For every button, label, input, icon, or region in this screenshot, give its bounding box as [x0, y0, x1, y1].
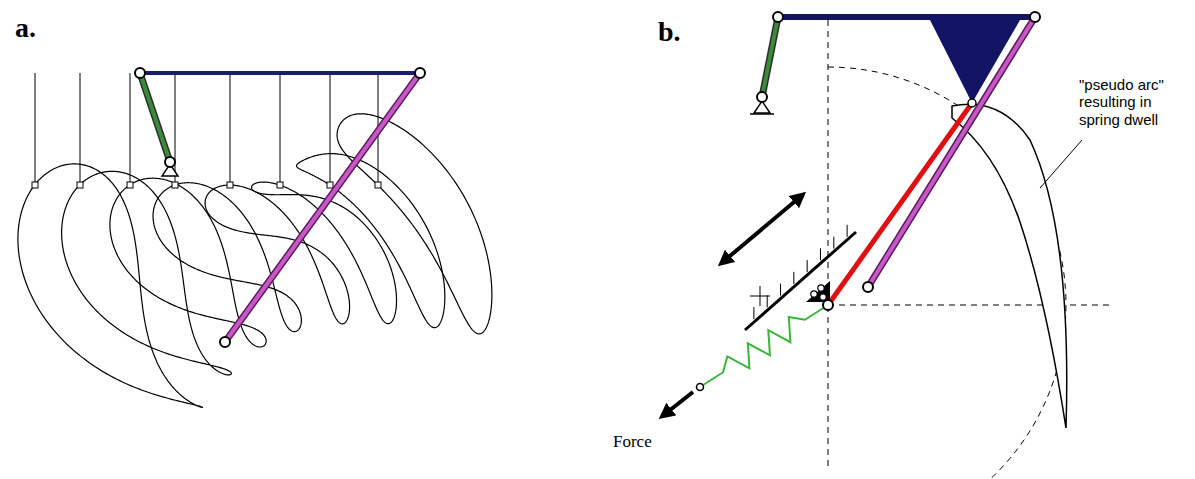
hatch-line — [780, 284, 781, 296]
crank-outline — [140, 73, 170, 162]
pivot — [220, 337, 230, 347]
pivot — [1030, 12, 1040, 22]
motion-arrow — [724, 197, 800, 261]
hatch-line — [833, 237, 834, 249]
coupler-curve — [296, 154, 444, 328]
coupler-curve — [153, 183, 301, 332]
hatch-line — [753, 307, 754, 319]
pivot — [415, 68, 425, 78]
panel-label: a. — [14, 12, 37, 44]
tracer-line — [280, 73, 281, 185]
hatch-line — [807, 260, 808, 272]
tracer-point — [227, 182, 233, 188]
spring — [700, 305, 828, 387]
crank-link — [762, 17, 778, 97]
pivot — [757, 92, 767, 102]
tracer-line — [80, 73, 81, 185]
hatch-line — [847, 225, 848, 237]
roller — [818, 285, 824, 291]
pivot — [968, 99, 976, 107]
reference-arc — [828, 67, 1066, 479]
rocker-outline — [225, 73, 420, 342]
reference-line — [828, 20, 829, 470]
tracer-point — [127, 182, 133, 188]
spring-link — [828, 103, 972, 305]
pivot — [863, 282, 873, 292]
leader-line — [1040, 140, 1082, 188]
pivot — [135, 68, 145, 78]
coupler-curve — [18, 164, 203, 408]
coupler-bar — [778, 14, 1035, 20]
tracer-line — [330, 73, 331, 185]
rocker-link — [868, 17, 1035, 287]
tracer-line — [130, 73, 131, 185]
callout-note: "pseudo arc" resulting in spring dwell — [1078, 76, 1176, 128]
hatch-line — [793, 272, 794, 284]
crank-outline — [762, 17, 778, 97]
slider-guide — [745, 232, 856, 330]
tracer-line — [35, 73, 36, 185]
rocker-outline — [868, 17, 1035, 287]
tracer-point — [327, 182, 333, 188]
coupler-curve — [337, 114, 492, 334]
mark-tick — [760, 286, 761, 306]
force-label: Force — [612, 432, 653, 452]
tracer-line — [230, 73, 231, 185]
hatch-line — [767, 295, 768, 307]
panel-label: b. — [657, 16, 682, 48]
coupler-bar — [140, 71, 420, 75]
tracer-point — [77, 182, 83, 188]
force-arrow — [665, 392, 693, 414]
pivot — [823, 300, 833, 310]
tracer-point — [172, 182, 178, 188]
coupler-curves — [18, 114, 492, 408]
rocker-link — [225, 73, 420, 342]
tracer-point — [277, 182, 283, 188]
pseudo-arc-path — [952, 104, 1067, 428]
guide-hatching — [754, 225, 847, 319]
crank-link — [140, 73, 170, 162]
pivot — [773, 12, 783, 22]
tracer-point — [375, 182, 381, 188]
reference-line — [828, 305, 1110, 306]
slider-block — [806, 281, 830, 302]
roller — [820, 294, 826, 300]
roller — [811, 291, 817, 297]
ground-line — [750, 113, 774, 115]
tracer-point — [32, 182, 38, 188]
tracer-line — [175, 73, 176, 185]
coupler-tracers — [32, 73, 381, 188]
hatch-line — [820, 248, 821, 260]
spring-end — [697, 384, 704, 391]
pivot — [165, 157, 175, 167]
